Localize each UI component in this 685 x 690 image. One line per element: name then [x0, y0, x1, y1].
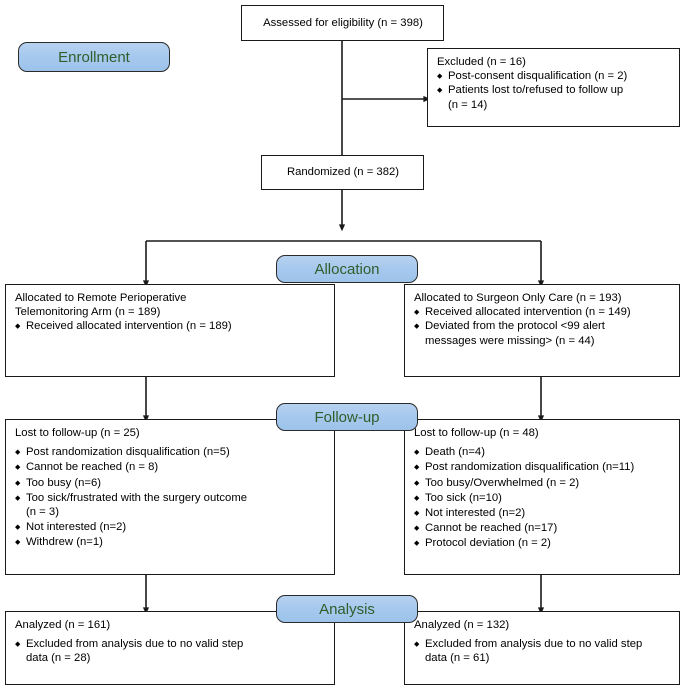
phase-label-followup: Follow-up — [276, 403, 418, 431]
analysis-left-bullets: Excluded from analysis due to no valid s… — [15, 637, 326, 665]
list-item: Not interested (n=2) — [414, 506, 671, 521]
list-item: Excluded from analysis due to no valid s… — [15, 637, 326, 665]
alloc-left-title: Allocated to Remote Perioperative Telemo… — [15, 292, 187, 319]
phase-enrollment-text: Enrollment — [58, 48, 130, 66]
excluded-bullets: Post-consent disqualification (n = 2) Pa… — [437, 69, 671, 112]
list-item: Post randomization disqualification (n=1… — [414, 460, 671, 475]
node-excluded: Excluded (n = 16) Post-consent disqualif… — [427, 48, 680, 127]
node-followup-intervention-arm: Lost to follow-up (n = 25) Post randomiz… — [5, 419, 335, 575]
list-item: Cannot be reached (n = 8) — [15, 460, 326, 475]
followup-left-title: Lost to follow-up (n = 25) — [15, 427, 140, 439]
list-item: Death (n=4) — [414, 445, 671, 460]
phase-followup-text: Follow-up — [314, 408, 380, 426]
list-item: Cannot be reached (n=17) — [414, 521, 671, 536]
analysis-left-title: Analyzed (n = 161) — [15, 619, 111, 631]
node-randomized: Randomized (n = 382) — [261, 155, 424, 190]
list-item: Not interested (n=2) — [15, 520, 326, 535]
phase-analysis-text: Analysis — [319, 600, 375, 618]
alloc-left-bullets: Received allocated intervention (n = 189… — [15, 319, 326, 334]
alloc-right-bullets: Received allocated intervention (n = 149… — [414, 305, 671, 348]
list-item: Excluded from analysis due to no valid s… — [414, 637, 671, 665]
list-item: Too busy/Overwhelmed (n = 2) — [414, 476, 671, 491]
list-item: Too sick (n=10) — [414, 491, 671, 506]
list-item: Too sick/frustrated with the surgery out… — [15, 491, 326, 519]
list-item: Received allocated intervention (n = 149… — [414, 305, 671, 320]
list-item: Protocol deviation (n = 2) — [414, 536, 671, 551]
phase-label-enrollment: Enrollment — [18, 42, 170, 72]
node-analysis-control-arm: Analyzed (n = 132) Excluded from analysi… — [404, 611, 680, 685]
list-item: Withdrew (n=1) — [15, 535, 326, 550]
node-analysis-intervention-arm: Analyzed (n = 161) Excluded from analysi… — [5, 611, 335, 685]
phase-label-allocation: Allocation — [276, 255, 418, 283]
followup-right-title: Lost to follow-up (n = 48) — [414, 427, 539, 439]
followup-right-bullets: Death (n=4) Post randomization disqualif… — [414, 445, 671, 551]
phase-label-analysis: Analysis — [276, 595, 418, 623]
phase-allocation-text: Allocation — [314, 260, 380, 278]
assessed-title: Assessed for eligibility (n = 398) — [263, 16, 423, 29]
node-followup-control-arm: Lost to follow-up (n = 48) Death (n=4) P… — [404, 419, 680, 575]
list-item: Deviated from the protocol <99 alert mes… — [414, 319, 671, 347]
list-item: Post randomization disqualification (n=5… — [15, 445, 326, 460]
list-item: Post-consent disqualification (n = 2) — [437, 69, 671, 84]
randomized-title: Randomized (n = 382) — [286, 166, 400, 179]
list-item: Received allocated intervention (n = 189… — [15, 319, 326, 334]
excluded-title: Excluded (n = 16) — [437, 56, 526, 68]
node-allocation-control-arm: Allocated to Surgeon Only Care (n = 193)… — [404, 284, 680, 377]
analysis-right-title: Analyzed (n = 132) — [414, 619, 510, 631]
list-item: Too busy (n=6) — [15, 476, 326, 491]
node-assessed-for-eligibility: Assessed for eligibility (n = 398) — [241, 5, 444, 41]
analysis-right-bullets: Excluded from analysis due to no valid s… — [414, 637, 671, 665]
followup-left-bullets: Post randomization disqualification (n=5… — [15, 445, 326, 550]
alloc-right-title: Allocated to Surgeon Only Care (n = 193) — [414, 292, 622, 304]
node-allocation-intervention-arm: Allocated to Remote Perioperative Telemo… — [5, 284, 335, 377]
list-item: Patients lost to/refused to follow up (n… — [437, 83, 671, 111]
